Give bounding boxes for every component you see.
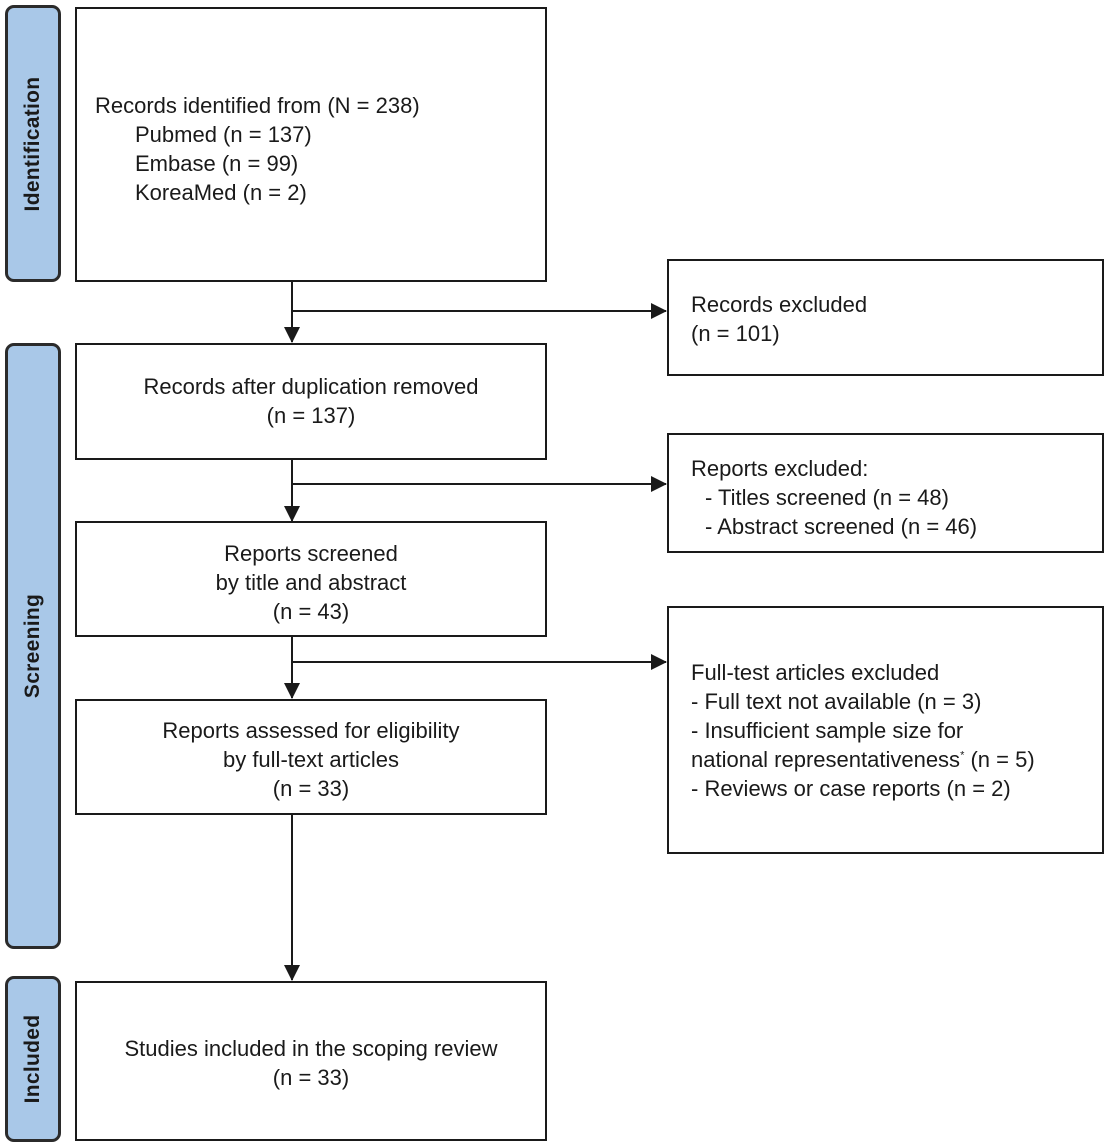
records-identified-box: Records identified from (N = 238) Pubmed… xyxy=(75,7,547,282)
fulltext-excluded-item2b-text: national representativeness xyxy=(691,747,961,772)
source-pubmed: Pubmed (n = 137) xyxy=(135,122,312,147)
fulltext-excluded-title: Full-test articles excluded xyxy=(691,660,940,685)
fulltext-excluded-item3: - Reviews or case reports (n = 2) xyxy=(691,776,1011,801)
fulltext-excluded-item2b: national representativeness* (n = 5) xyxy=(691,745,1102,774)
records-after-dedup-box: Records after duplication removed (n = 1… xyxy=(75,343,547,460)
source-embase: Embase (n = 99) xyxy=(135,151,299,176)
reports-excluded-box: Reports excluded: - Titles screened (n =… xyxy=(667,433,1104,553)
phase-included: Included xyxy=(5,976,61,1142)
reports-excluded-title: Reports excluded: xyxy=(691,456,869,481)
studies-included-count: (n = 33) xyxy=(272,1065,350,1090)
records-identified-title: Records identified from (N = 238) xyxy=(95,93,420,118)
asterisk-footnote-mark: * xyxy=(960,749,965,762)
fulltext-excluded-item2b-count: (n = 5) xyxy=(964,747,1035,772)
phase-identification: Identification xyxy=(5,5,61,282)
reports-screened-box: Reports screened by title and abstract (… xyxy=(75,521,547,637)
studies-included-title: Studies included in the scoping review xyxy=(124,1036,498,1061)
records-excluded-count: (n = 101) xyxy=(691,321,780,346)
source-koreamed: KoreaMed (n = 2) xyxy=(135,180,307,205)
reports-assessed-line1: Reports assessed for eligibility xyxy=(162,718,460,743)
reports-screened-line2: by title and abstract xyxy=(215,570,407,595)
fulltext-excluded-item2a: - Insufficient sample size for xyxy=(691,718,964,743)
studies-included-box: Studies included in the scoping review (… xyxy=(75,981,547,1141)
fulltext-excluded-box: Full-test articles excluded - Full text … xyxy=(667,606,1104,854)
reports-screened-count: (n = 43) xyxy=(272,599,350,624)
reports-assessed-count: (n = 33) xyxy=(272,776,350,801)
fulltext-excluded-item1: - Full text not available (n = 3) xyxy=(691,689,982,714)
reports-excluded-abstracts: - Abstract screened (n = 46) xyxy=(705,514,978,539)
records-excluded-title: Records excluded xyxy=(691,292,868,317)
records-after-dedup-count: (n = 137) xyxy=(266,403,356,428)
reports-assessed-box: Reports assessed for eligibility by full… xyxy=(75,699,547,815)
phase-screening: Screening xyxy=(5,343,61,949)
records-excluded-box: Records excluded (n = 101) xyxy=(667,259,1104,376)
reports-assessed-line2: by full-text articles xyxy=(222,747,400,772)
reports-excluded-titles: - Titles screened (n = 48) xyxy=(705,485,949,510)
records-after-dedup-title: Records after duplication removed xyxy=(143,374,479,399)
reports-screened-line1: Reports screened xyxy=(224,541,398,566)
